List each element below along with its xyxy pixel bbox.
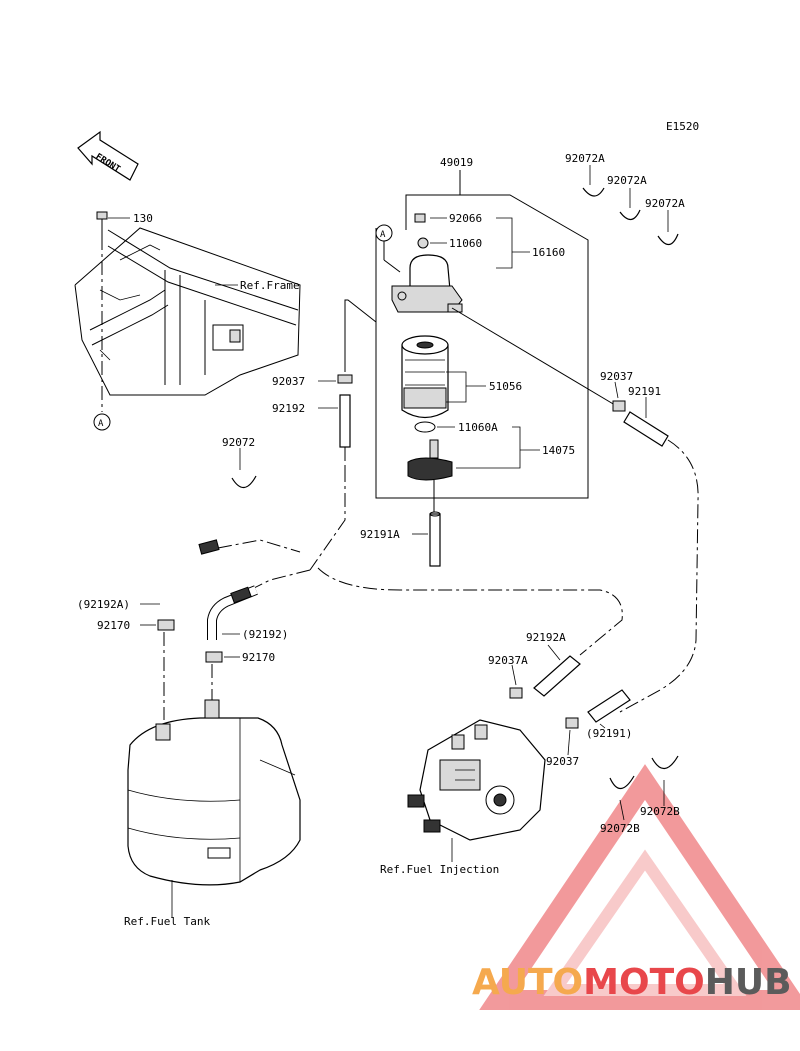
watermark-hub: HUB <box>704 962 792 1003</box>
part-label-92191-paren: (92191) <box>586 727 632 740</box>
part-label-92170-1: 92170 <box>97 619 130 632</box>
part-label-14075: 14075 <box>542 444 575 457</box>
watermark-logo-triangle <box>479 764 800 1010</box>
part-label-92170-2: 92170 <box>242 651 275 664</box>
fuel-tank-drawing <box>127 699 301 918</box>
part-label-92066: 92066 <box>449 212 482 225</box>
clamp-92072-drawing <box>231 475 257 489</box>
part-label-92037-right: 92037 <box>600 370 633 383</box>
o-ring-drawing <box>414 421 436 433</box>
part-label-92191a: 92191A <box>360 528 400 541</box>
part-label-11060: 11060 <box>449 237 482 250</box>
part-label-92072a-3: 92072A <box>645 197 685 210</box>
part-label-92072a-2: 92072A <box>607 174 647 187</box>
return-hose-right-drawing <box>612 400 699 713</box>
frame-drawing <box>74 211 301 431</box>
filter-cartridge-drawing <box>401 335 449 419</box>
callout-a-filter: A <box>380 230 386 240</box>
front-arrow-icon: FRONT <box>77 130 139 181</box>
filter-assembly-bracket <box>375 170 589 499</box>
part-label-92037a: 92037A <box>488 654 528 667</box>
hose-92191a-drawing <box>429 511 441 567</box>
part-label-92192a: 92192A <box>526 631 566 644</box>
sediment-bowl-drawing <box>407 439 453 512</box>
part-label-130: 130 <box>133 212 153 225</box>
part-label-49019: 49019 <box>440 156 473 169</box>
fuel-line-routing <box>217 468 623 656</box>
part-label-92072a-1: 92072A <box>565 152 605 165</box>
watermark-auto: AUTO <box>472 962 584 1003</box>
hose-92192-left-drawing <box>337 299 377 468</box>
diagram-code: E1520 <box>666 120 699 133</box>
part-label-92072: 92072 <box>222 436 255 449</box>
watermark-logo-text: AUTOMOTOHUB <box>472 962 792 1003</box>
pump-hoses-drawing <box>509 655 631 729</box>
tank-hoses-drawing <box>157 539 258 720</box>
part-label-51056: 51056 <box>489 380 522 393</box>
part-label-92192-left: 92192 <box>272 402 305 415</box>
part-label-92192-paren: (92192) <box>242 628 288 641</box>
part-label-11060a: 11060A <box>458 421 498 434</box>
watermark-moto: MOTO <box>583 962 705 1003</box>
ref-fuel-tank-label: Ref.Fuel Tank <box>124 915 210 928</box>
callout-a-left: A <box>98 419 104 429</box>
part-label-92192a-paren: (92192A) <box>77 598 130 611</box>
filter-head-drawing <box>375 213 621 409</box>
part-label-92037-bottom: 92037 <box>546 755 579 768</box>
clamp-92072b-drawings <box>609 755 679 790</box>
part-label-92072b-2: 92072B <box>640 805 680 818</box>
ref-fuel-injection-label: Ref.Fuel Injection <box>380 863 499 876</box>
injection-pump-drawing <box>407 719 546 862</box>
ref-frame-label: Ref.Frame <box>240 279 300 292</box>
part-label-92191: 92191 <box>628 385 661 398</box>
part-label-92072b-1: 92072B <box>600 822 640 835</box>
part-label-92037-left: 92037 <box>272 375 305 388</box>
part-label-16160: 16160 <box>532 246 565 259</box>
clamp-92072a-drawings <box>582 187 679 246</box>
